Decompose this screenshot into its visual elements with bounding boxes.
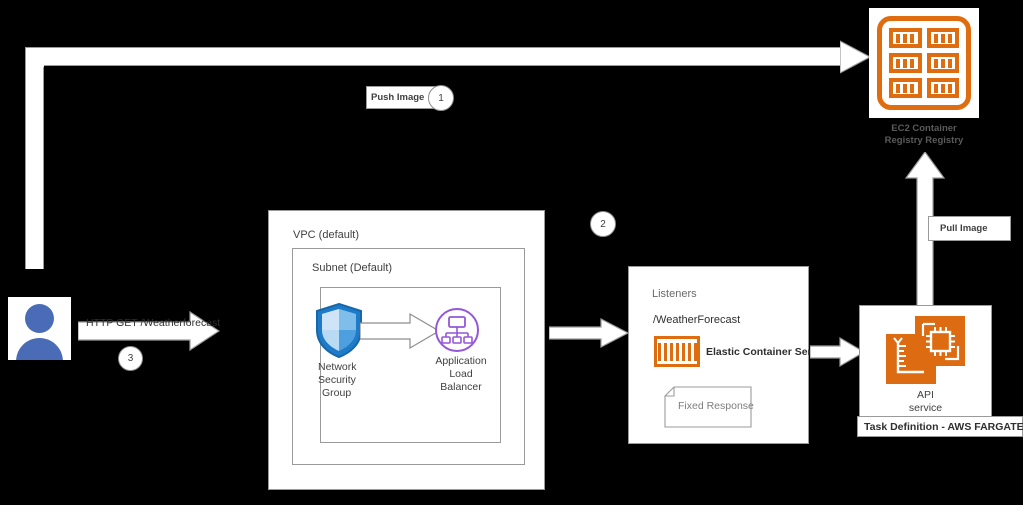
http-get-label: HTTP GET /Weatherforecast [86,317,221,329]
listeners-to-service-connector [810,336,865,368]
application-load-balancer-icon [435,308,479,352]
subnet-label: Subnet (Default) [312,262,393,274]
push-image-connector-horizontal [25,47,847,66]
ecr-cell [889,28,922,48]
listener-rule-path: /WeatherForecast [653,314,741,326]
api-service-label-line2: service [908,402,943,414]
alb-label-line2: Load [449,368,473,380]
aws-fargate-icon [886,316,965,384]
avatar-body [16,338,63,360]
vpc-label: VPC (default) [293,229,360,241]
pull-image-label-box [928,216,1011,241]
fixed-response-note [664,386,752,428]
vpc-to-listeners-connector [549,318,629,348]
user-avatar [8,297,71,360]
ecr-cell [889,53,922,73]
avatar-head [25,304,54,333]
push-image-connector-vertical [25,47,44,269]
ecr-cell [926,78,959,98]
sg-to-alb-connector [360,312,440,350]
push-image-arrowhead [840,40,872,74]
task-definition-label: Task Definition - AWS FARGATE [864,421,1023,433]
step-badge-2: 2 [590,211,616,237]
shield-icon [316,303,362,358]
pull-image-label: Pull Image [940,223,988,234]
ecr-cell [926,28,959,48]
step-badge-1: 1 [428,85,454,111]
security-group-label-line2: Security [318,374,356,386]
ecr-icon-grid [889,28,959,98]
ecr-label-line1: EC2 Container [891,123,957,134]
ecr-cell [926,53,959,73]
ecr-icon [869,8,979,118]
security-group-label-line3: Group [322,387,352,399]
ecr-cell [889,78,922,98]
http-request-connector [78,310,220,352]
fixed-response-label: Fixed Response [678,400,754,412]
push-image-connector-corner [25,47,44,67]
ecr-icon-frame [877,16,971,110]
security-group-label-line1: Network [318,361,357,373]
elastic-container-service-icon [654,336,700,367]
api-service-label-line1: API [917,389,934,401]
push-image-label: Push Image [371,92,425,103]
step-badge-3: 3 [118,346,143,371]
fargate-ruler-glyph [893,337,924,374]
alb-label-line1: Application [435,355,487,367]
alb-label-line3: Balancer [440,381,482,393]
fargate-chip-glyph [921,322,960,361]
listeners-title: Listeners [652,288,697,300]
ecr-label-line2: Registry Registry [884,135,964,146]
